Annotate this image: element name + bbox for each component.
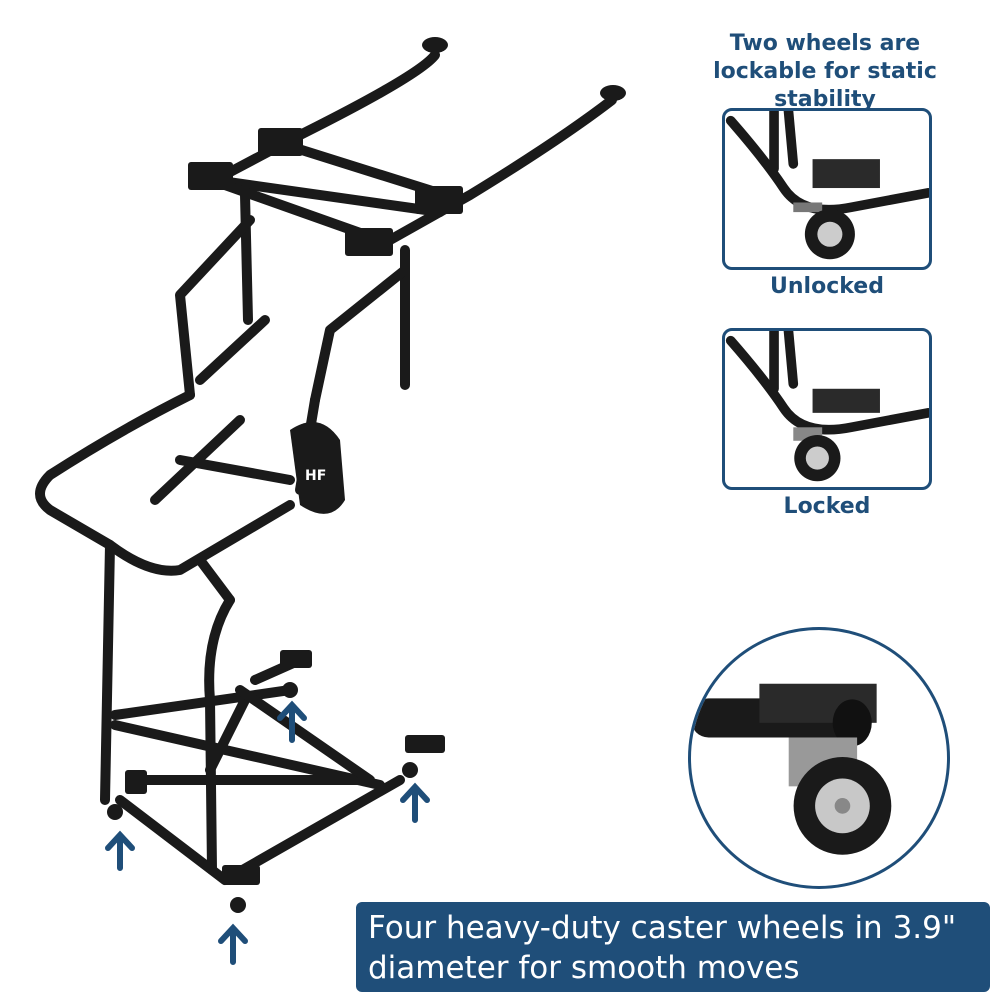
arrow-up-icon xyxy=(277,700,307,743)
dolly-frame-illustration: HF xyxy=(35,37,626,965)
caster-closeup-photo xyxy=(691,683,892,855)
unlocked-wheel-inset xyxy=(722,108,932,270)
unlocked-label: Unlocked xyxy=(770,274,884,299)
unlocked-wheel-photo xyxy=(725,111,929,260)
caster-closeup xyxy=(688,627,950,889)
locked-label: Locked xyxy=(783,494,871,519)
arrow-up-icon xyxy=(400,782,430,823)
brand-mark: HF xyxy=(305,468,326,484)
arrow-up-icon xyxy=(105,830,135,871)
locked-wheel-photo xyxy=(725,331,929,482)
lock-caption: Two wheels are lockable for static stabi… xyxy=(660,30,990,114)
caster-banner: Four heavy-duty caster wheels in 3.9" di… xyxy=(356,902,990,992)
caption-line-1: Two wheels are xyxy=(729,31,921,56)
banner-line-2: diameter for smooth moves xyxy=(368,950,800,986)
banner-line-1: Four heavy-duty caster wheels in 3.9" xyxy=(368,910,957,946)
locked-wheel-inset xyxy=(722,328,932,490)
caption-line-2: lockable for static stability xyxy=(713,59,937,112)
arrow-up-icon xyxy=(218,923,248,965)
